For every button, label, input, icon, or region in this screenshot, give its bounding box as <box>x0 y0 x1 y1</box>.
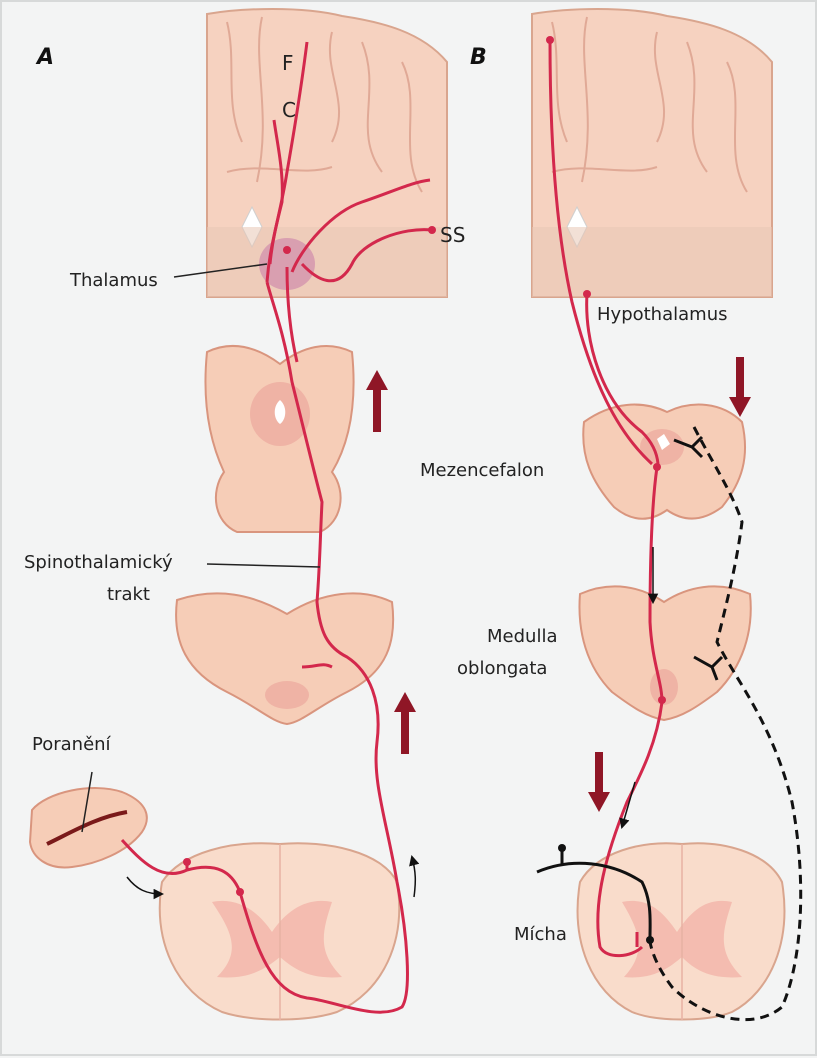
panel-b-label: B <box>470 45 487 70</box>
label-medulla-2: oblongata <box>457 658 547 679</box>
ascending-small-arrow <box>412 857 415 897</box>
medulla-section-a <box>176 593 393 724</box>
label-injury: Poranění <box>32 734 112 755</box>
label-thalamus: Thalamus <box>69 270 158 291</box>
label-spinothalamic-1: Spinothalamický <box>24 552 173 573</box>
brain-section-b <box>532 9 772 297</box>
spinal-cord-section-a <box>160 843 399 1020</box>
label-f: F <box>282 51 294 75</box>
mesencephalon-section-b <box>583 405 745 519</box>
cortex-origin-dot <box>546 36 554 44</box>
label-spinal-cord: Mícha <box>514 924 567 945</box>
brain-section-a <box>207 9 447 297</box>
ss-terminal-dot <box>428 226 436 234</box>
label-mesencephalon: Mezencefalon <box>420 460 544 481</box>
label-hypothalamus: Hypothalamus <box>597 304 727 325</box>
panel-a-label: A <box>35 45 54 70</box>
medulla-neuron-dot <box>658 696 666 704</box>
hypothalamus-origin-dot <box>583 290 591 298</box>
label-c: C <box>282 98 296 122</box>
afferent-terminal-dot <box>558 844 566 852</box>
thalamus-dot <box>283 246 291 254</box>
spinothalamic-pointer <box>207 564 320 567</box>
pag-neuron-dot <box>653 463 661 471</box>
label-ss: SS <box>440 223 465 247</box>
mesencephalon-section-a <box>206 346 354 532</box>
label-spinothalamic-2: trakt <box>107 584 150 605</box>
injured-skin <box>30 788 147 867</box>
receptor-dot <box>183 858 191 866</box>
down-small-arrow-2 <box>622 782 635 827</box>
label-medulla-1: Medulla <box>487 626 557 647</box>
afferent-arrow <box>127 877 162 894</box>
synapse-dot <box>236 888 244 896</box>
